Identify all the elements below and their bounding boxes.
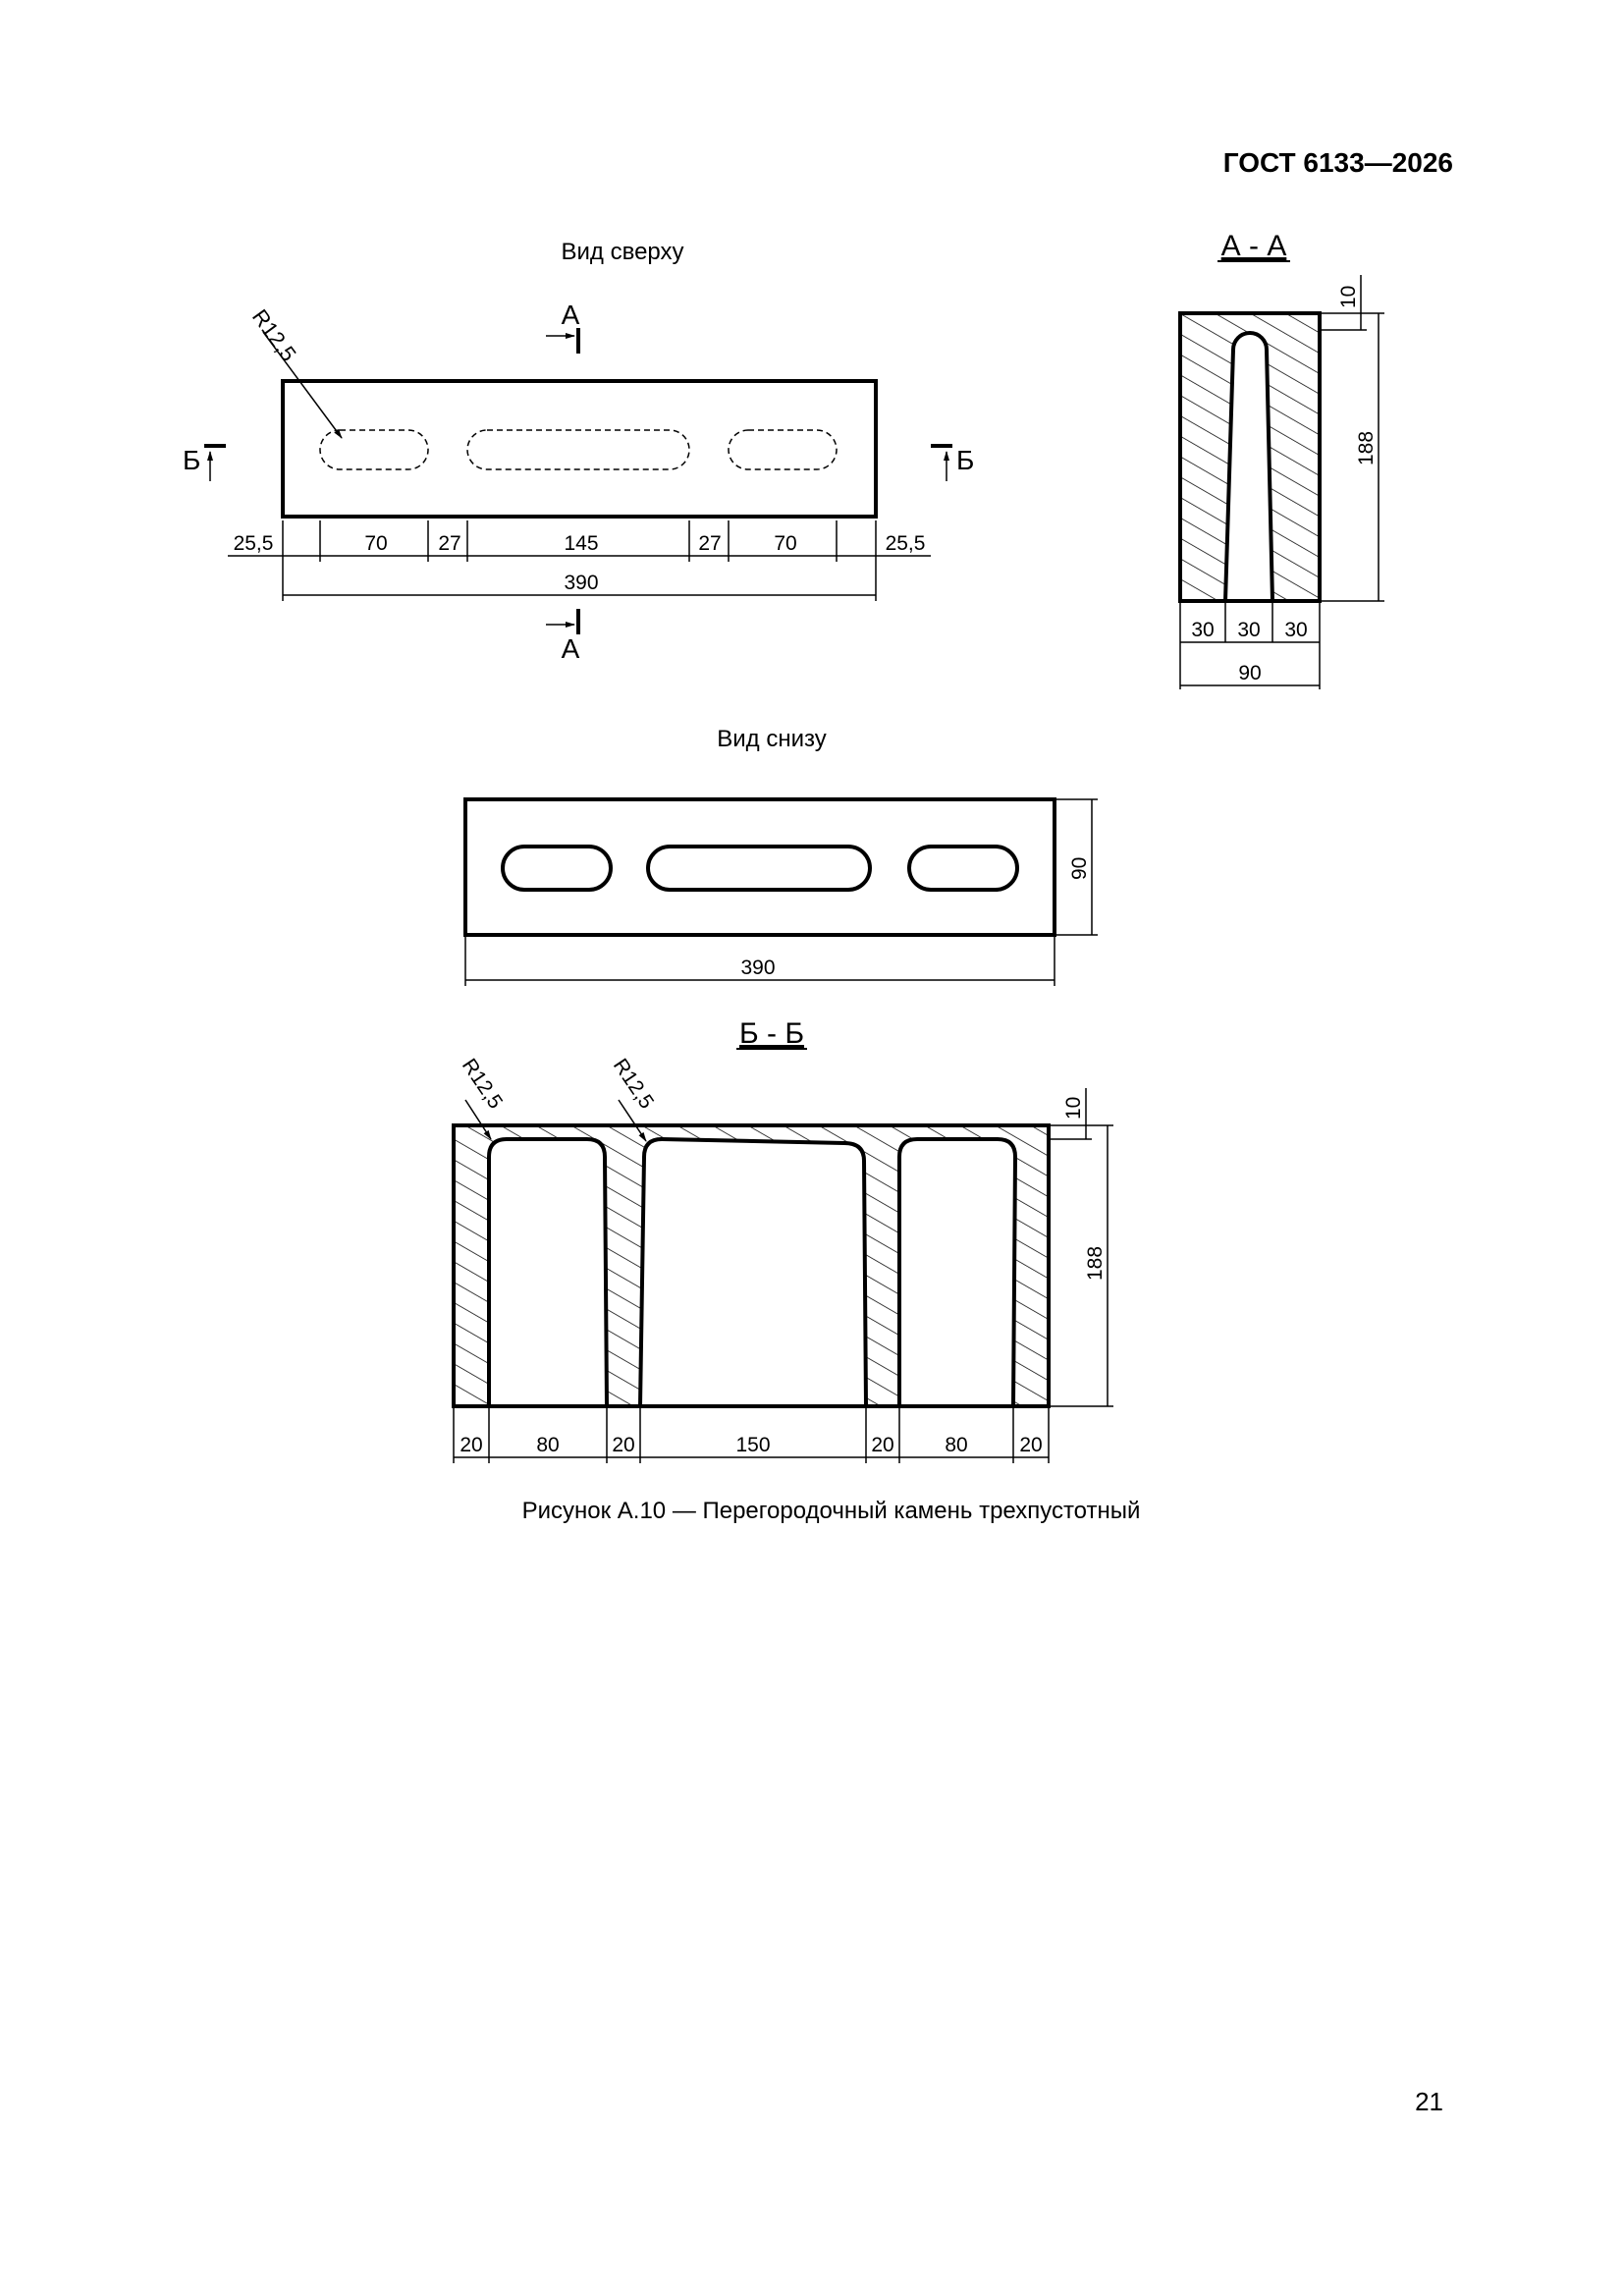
section-aa: А - А 10 188 30 30 30 90 (1178, 230, 1384, 689)
section-bb-outline (452, 1123, 1051, 1408)
bb-radius-label-2: R12,5 (609, 1055, 658, 1113)
hollow-right-hidden (728, 429, 838, 470)
bv-dim-390: 390 (740, 957, 775, 979)
dim-70-right: 70 (774, 532, 796, 555)
top-view-title: Вид сверху (562, 239, 684, 265)
aa-dim-90: 90 (1238, 662, 1261, 684)
dim-27-right: 27 (698, 532, 721, 555)
aa-dim-30-2: 30 (1237, 619, 1260, 641)
page-number: 21 (1415, 2087, 1443, 2116)
section-aa-title: А - А (1221, 230, 1287, 262)
hollow-center-hidden (466, 429, 690, 470)
bb-dim-20-4: 20 (1019, 1434, 1042, 1456)
section-bb: Б - Б R12,5 R12,5 10 188 20 80 20 150 (452, 1017, 1113, 1463)
aa-dim-30-1: 30 (1191, 619, 1214, 641)
aa-dim-10: 10 (1337, 286, 1360, 308)
bb-dim-188: 188 (1084, 1246, 1107, 1281)
bottom-view: Вид снизу 90 390 (463, 726, 1098, 986)
bb-dim-20-3: 20 (871, 1434, 893, 1456)
bb-dim-80-1: 80 (536, 1434, 559, 1456)
bottom-hollow-center (646, 845, 872, 892)
bb-dim-80-2: 80 (945, 1434, 967, 1456)
bb-radius-leader-2 (618, 1099, 647, 1142)
bb-hollow-right (897, 1137, 1018, 1407)
bb-radius-leader-1 (464, 1099, 492, 1140)
radius-leader (262, 331, 343, 439)
document-header: ГОСТ 6133—2026 (1222, 147, 1453, 178)
bb-hollow-center (638, 1136, 868, 1407)
section-aa-hollow (1223, 331, 1274, 602)
section-aa-hatch (1180, 313, 1320, 601)
aa-dim-30-3: 30 (1284, 619, 1307, 641)
bb-dim-20-2: 20 (612, 1434, 634, 1456)
bottom-view-outline (463, 797, 1056, 937)
dim-145: 145 (564, 532, 598, 555)
cut-a-top-label: А (562, 300, 580, 330)
cut-a-bottom-label: А (562, 633, 580, 664)
aa-dim-188: 188 (1355, 431, 1378, 465)
cut-b-right-label: Б (956, 445, 974, 475)
section-bb-title: Б - Б (739, 1017, 804, 1050)
dim-25-5-left: 25,5 (234, 532, 274, 555)
section-aa-outline (1178, 311, 1322, 603)
dim-total-390: 390 (564, 572, 598, 594)
bottom-hollow-right (907, 845, 1019, 892)
top-view: Вид сверху R12,5 А А Б Б 25,5 70 (183, 239, 974, 664)
bb-hollow-left (487, 1137, 609, 1407)
dim-25-5-right: 25,5 (886, 532, 926, 555)
dim-27-left: 27 (438, 532, 460, 555)
cut-b-left-label: Б (183, 445, 200, 475)
bb-dim-20-1: 20 (460, 1434, 482, 1456)
dim-70-left: 70 (364, 532, 387, 555)
bottom-view-title: Вид снизу (717, 726, 826, 752)
hollow-left-hidden (319, 429, 429, 470)
block-outline (281, 379, 878, 519)
figure-caption: Рисунок А.10 — Перегородочный камень тре… (521, 1498, 1141, 1524)
bottom-hollow-left (501, 845, 613, 892)
bb-radius-label-1: R12,5 (458, 1055, 507, 1113)
section-bb-hatch (454, 1125, 1049, 1406)
radius-label: R12,5 (247, 304, 301, 365)
bb-dim-150: 150 (735, 1434, 770, 1456)
bb-dim-10: 10 (1062, 1097, 1085, 1120)
bv-dim-90: 90 (1068, 857, 1091, 880)
